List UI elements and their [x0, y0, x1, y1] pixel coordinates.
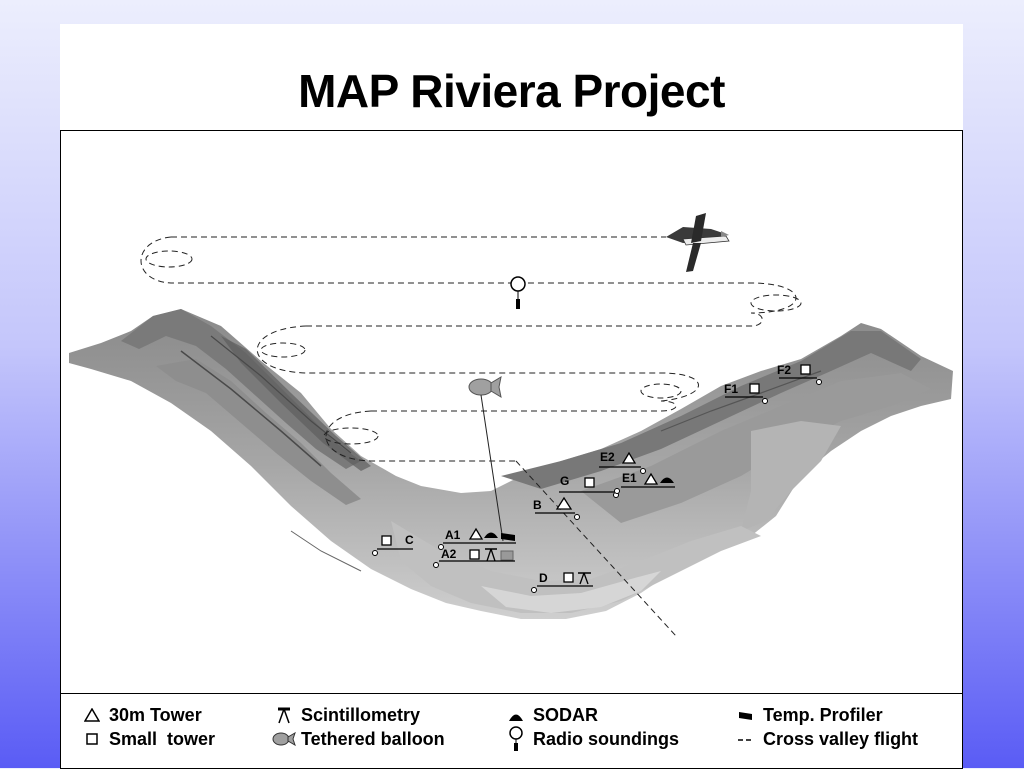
slide: MAP Riviera Project [60, 24, 963, 769]
legend-item-scintillometry: Scintillometry [271, 704, 420, 726]
site-label-e1: E1 [622, 471, 637, 485]
legend-item-radio-soundings: Radio soundings [503, 726, 679, 751]
aircraft-icon [666, 213, 730, 272]
site-e1 [614, 472, 675, 494]
site-label-a1: A1 [445, 528, 461, 542]
triangle-icon [79, 704, 105, 726]
site-label-f1: F1 [724, 382, 738, 396]
balloon-icon [271, 728, 297, 750]
site-labels: C A1 A2 D B G E2 E1 F1 F2 [405, 363, 791, 585]
site-label-d: D [539, 571, 548, 585]
site-f1 [725, 383, 768, 404]
legend-item-small-tower: Small tower [79, 728, 215, 750]
site-label-c: C [405, 533, 414, 547]
square-icon [79, 728, 105, 750]
valley-terrain [69, 309, 953, 619]
tethered-balloon-marker [468, 375, 504, 542]
temp-profiler-icon [733, 704, 759, 726]
site-f2 [779, 364, 822, 385]
site-b [535, 496, 580, 520]
legend-item-sodar: SODAR [503, 704, 598, 726]
legend: 30m Tower Small tower Scintillometry Tet… [60, 693, 963, 769]
legend-item-30m-tower: 30m Tower [79, 704, 202, 726]
radio-sounding-marker [510, 276, 526, 309]
scintillometer-icon [271, 704, 297, 726]
site-label-b: B [533, 498, 542, 512]
site-a1 [438, 527, 516, 550]
legend-item-temp-profiler: Temp. Profiler [733, 704, 883, 726]
valley-map-panel: C A1 A2 D B G E2 E1 F1 F2 [60, 130, 963, 694]
sodar-icon [503, 704, 529, 726]
site-label-f2: F2 [777, 363, 791, 377]
radiosonde-icon [503, 726, 529, 751]
site-e2 [599, 451, 646, 474]
site-a2 [433, 548, 515, 568]
valley-map: C A1 A2 D B G E2 E1 F1 F2 [69, 213, 953, 637]
site-markers [372, 364, 822, 593]
site-c [372, 535, 413, 556]
site-label-a2: A2 [441, 547, 457, 561]
site-label-g: G [560, 474, 569, 488]
dashed-line-icon [733, 728, 759, 750]
flight-path [140, 236, 802, 637]
site-d [531, 572, 593, 593]
page-title: MAP Riviera Project [298, 65, 725, 117]
site-label-e2: E2 [600, 450, 615, 464]
legend-item-tethered-balloon: Tethered balloon [271, 728, 445, 750]
legend-item-cross-valley-flight: Cross valley flight [733, 728, 918, 750]
